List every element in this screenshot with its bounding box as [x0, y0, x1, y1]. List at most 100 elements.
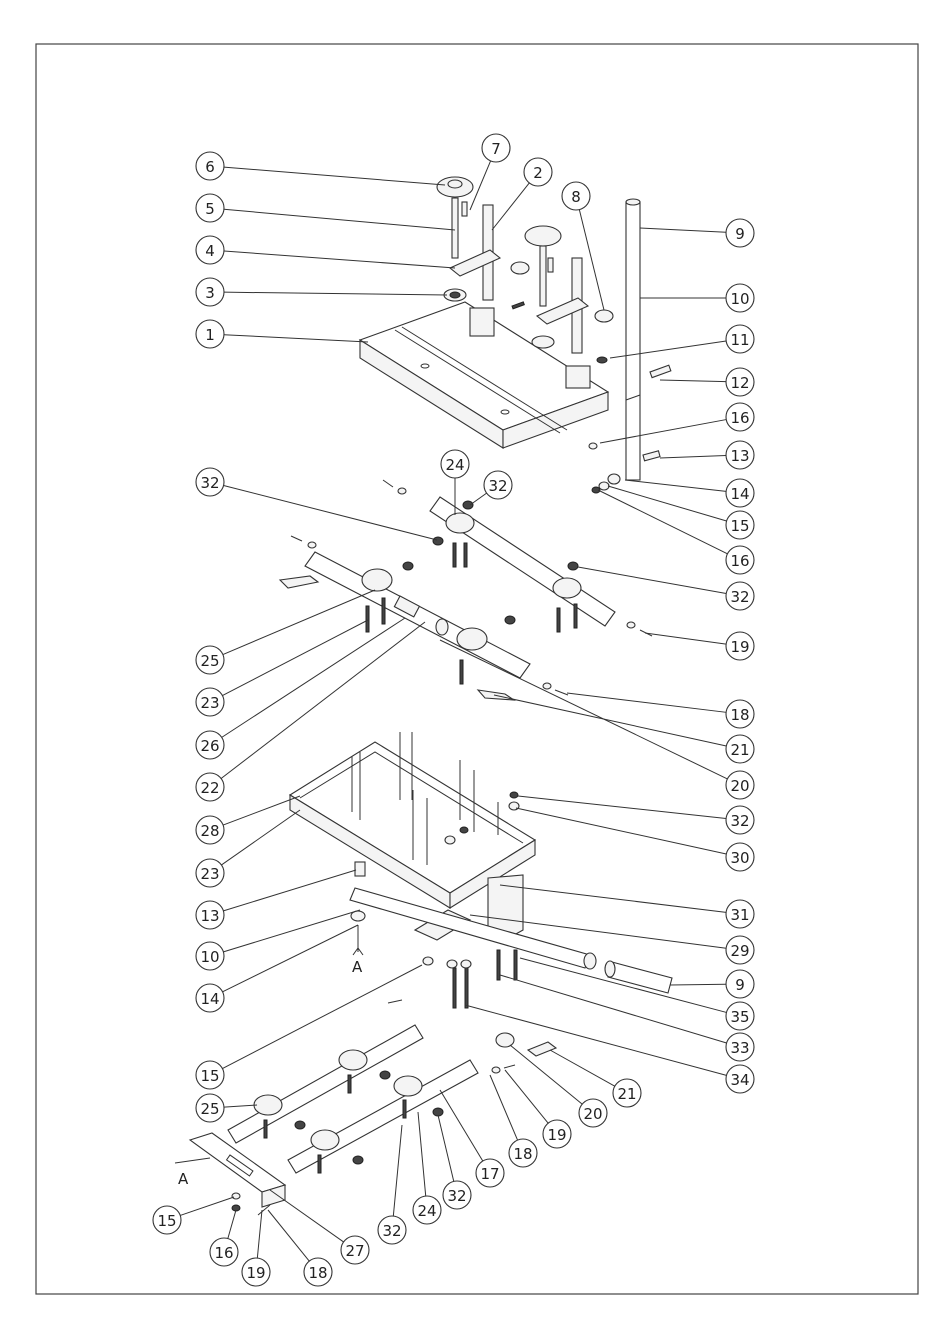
- callout-23: 23: [196, 688, 224, 716]
- leader-line: [268, 1210, 309, 1261]
- callout-14: 14: [726, 479, 754, 507]
- callout-32: 32: [443, 1181, 471, 1209]
- callout-24: 24: [413, 1196, 441, 1224]
- callout-3: 3: [196, 278, 224, 306]
- callout-number: 26: [200, 737, 219, 755]
- callout-number: 35: [730, 1008, 749, 1026]
- callout-18: 18: [726, 700, 754, 728]
- callout-number: 16: [730, 552, 749, 570]
- callout-number: 15: [730, 517, 749, 535]
- callout-9: 9: [726, 219, 754, 247]
- leader-line: [500, 885, 726, 912]
- callout-number: 33: [730, 1039, 749, 1057]
- leader-line: [440, 640, 727, 779]
- callout-number: 25: [200, 652, 219, 670]
- callout-number: 7: [491, 140, 501, 158]
- callout-number: 15: [200, 1067, 219, 1085]
- leader-line: [660, 456, 726, 458]
- callout-7: 7: [482, 134, 510, 162]
- drawing-border: [36, 44, 918, 1294]
- callout-number: 30: [730, 849, 749, 867]
- callout-number: 22: [200, 779, 219, 797]
- leader-line: [180, 1197, 234, 1215]
- leader-line: [494, 695, 726, 746]
- callout-number: 23: [200, 865, 219, 883]
- callout-16: 16: [726, 546, 754, 574]
- callout-number: 32: [730, 812, 749, 830]
- callout-10: 10: [726, 284, 754, 312]
- callout-number: 14: [730, 485, 749, 503]
- callout-9: 9: [726, 970, 754, 998]
- callout-8: 8: [562, 182, 590, 210]
- callout-number: 28: [200, 822, 219, 840]
- callout-17: 17: [476, 1159, 504, 1187]
- leader-line: [224, 251, 455, 268]
- callout-number: 15: [157, 1212, 176, 1230]
- callout-number: 31: [730, 906, 749, 924]
- callout-35: 35: [726, 1002, 754, 1030]
- callout-10: 10: [196, 942, 224, 970]
- callout-number: 32: [447, 1187, 466, 1205]
- callout-15: 15: [726, 511, 754, 539]
- leader-line: [228, 1210, 236, 1239]
- callout-28: 28: [196, 816, 224, 844]
- callout-number: 1: [205, 326, 215, 344]
- callout-number: 20: [730, 777, 749, 795]
- lower-bars: [228, 1000, 556, 1173]
- callout-number: 19: [730, 638, 749, 656]
- parts-drawing: [175, 177, 672, 1215]
- callout-4: 4: [196, 236, 224, 264]
- callout-number: 24: [445, 456, 464, 474]
- leader-line: [224, 209, 455, 230]
- callout-6: 6: [196, 152, 224, 180]
- callout-number: 32: [382, 1222, 401, 1240]
- callout-32: 32: [378, 1216, 406, 1244]
- callout-number: 10: [200, 948, 219, 966]
- callout-number: 21: [730, 741, 749, 759]
- table-top: [360, 302, 608, 448]
- callout-32: 32: [196, 468, 224, 496]
- callout-5: 5: [196, 194, 224, 222]
- callout-19: 19: [726, 632, 754, 660]
- leader-line: [223, 870, 356, 911]
- callout-number: 29: [730, 942, 749, 960]
- callout-21: 21: [726, 735, 754, 763]
- callout-18: 18: [304, 1258, 332, 1286]
- callout-number: 16: [214, 1244, 233, 1262]
- callout-number: 11: [730, 331, 749, 349]
- callout-number: 17: [480, 1165, 499, 1183]
- leader-line: [270, 1190, 344, 1242]
- leader-line: [224, 335, 368, 342]
- callout-33: 33: [726, 1033, 754, 1061]
- callout-13: 13: [726, 441, 754, 469]
- leader-line: [224, 292, 447, 295]
- leader-line: [418, 1112, 426, 1196]
- leader-line: [550, 1050, 615, 1086]
- callout-number: 9: [735, 225, 745, 243]
- callout-number: 5: [205, 200, 215, 218]
- leader-line: [223, 910, 360, 952]
- callout-number: 13: [730, 447, 749, 465]
- leader-line: [221, 810, 300, 865]
- leader-line: [224, 167, 445, 185]
- callout-number: 32: [730, 588, 749, 606]
- callout-number: 18: [513, 1145, 532, 1163]
- leader-line: [222, 620, 368, 696]
- callout-number: 16: [730, 409, 749, 427]
- assembly-mark-a-2: A: [178, 1170, 189, 1188]
- leader-line: [500, 975, 727, 1043]
- leader-line: [598, 490, 727, 554]
- leader-line: [625, 480, 726, 491]
- callout-23: 23: [196, 859, 224, 887]
- leader-line: [645, 633, 726, 644]
- callout-24: 24: [441, 450, 469, 478]
- callout-number: 12: [730, 374, 749, 392]
- callout-number: 21: [617, 1085, 636, 1103]
- callout-16: 16: [726, 403, 754, 431]
- callout-number: 19: [246, 1264, 265, 1282]
- callout-30: 30: [726, 843, 754, 871]
- callout-2: 2: [524, 158, 552, 186]
- callout-31: 31: [726, 900, 754, 928]
- callout-34: 34: [726, 1065, 754, 1093]
